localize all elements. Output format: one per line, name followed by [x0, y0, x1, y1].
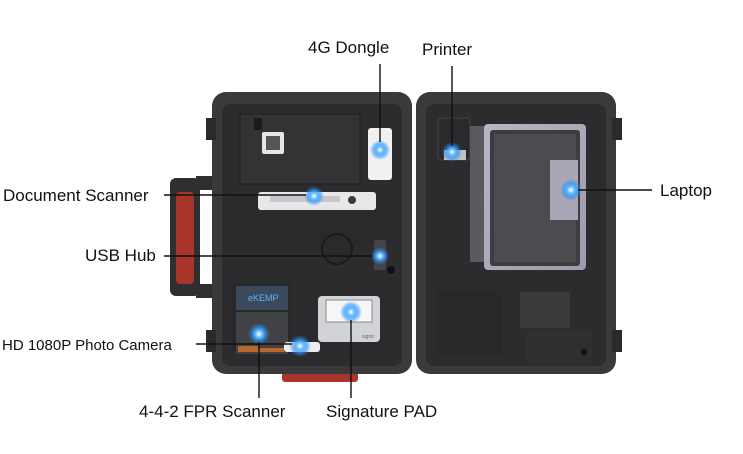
- dongle-marker: [370, 140, 390, 160]
- fpr-scanner-marker: [248, 323, 270, 345]
- right-case-half: [416, 92, 622, 374]
- label-signature-pad: Signature PAD: [326, 402, 438, 421]
- label-photo-camera: HD 1080P Photo Camera: [2, 337, 172, 354]
- label-printer: Printer: [422, 40, 473, 59]
- label-fpr-scanner: 4-4-2 FPR Scanner: [139, 402, 286, 421]
- signature-pad-marker: [340, 301, 362, 323]
- label-document-scanner: Document Scanner: [3, 186, 149, 205]
- printer-marker: [442, 142, 462, 162]
- laptop-marker: [560, 179, 582, 201]
- label-usb-hub: USB Hub: [85, 246, 156, 265]
- document-scanner-marker: [304, 186, 324, 206]
- photo-camera-marker: [289, 335, 311, 357]
- pad-brand-text: signo: [362, 334, 374, 340]
- leader-lines: [164, 64, 652, 398]
- label-4g-dongle: 4G Dongle: [308, 38, 390, 57]
- camera-brand-text: eKEMP: [248, 293, 279, 303]
- usb-hub-marker: [371, 247, 389, 265]
- bottom-handle: [282, 372, 358, 382]
- left-case-half: [206, 92, 412, 374]
- label-laptop: Laptop: [660, 181, 712, 200]
- case-handle: [170, 176, 222, 298]
